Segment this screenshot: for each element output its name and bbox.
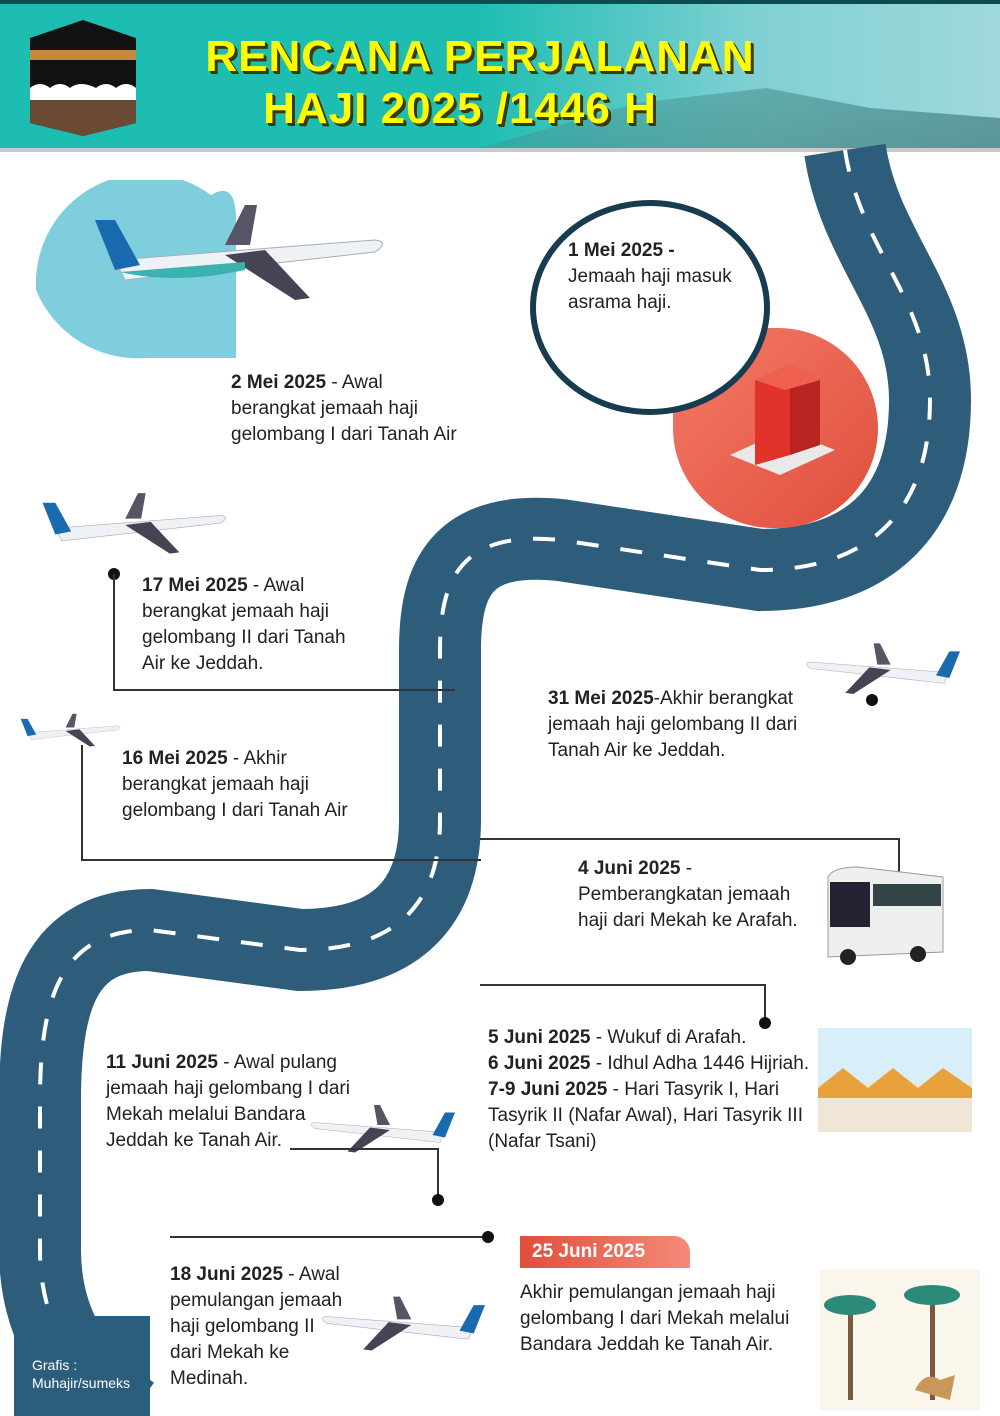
palm-trees-image [820,1270,980,1410]
title-line1: RENCANA PERJALANAN [205,32,755,81]
header-banner: RENCANA PERJALANAN HAJI 2025 /1446 H [0,0,1000,152]
connector-line [81,745,83,860]
event-25juni: Akhir pemulangan jemaah haji gelombang I… [520,1282,790,1355]
connector-line [764,984,766,1020]
event-1mei: 1 Mei 2025 -Jemaah haji masuk asrama haj… [568,240,732,313]
event-16mei: 16 Mei 2025 - Akhir berangkat jemaah haj… [122,748,348,821]
airplane-image [95,205,383,300]
connector-line [898,838,900,878]
event-5-9juni: 5 Juni 2025 - Wukuf di Arafah. 6 Juni 20… [488,1027,810,1152]
event-circle [530,200,770,415]
airplane-image [42,493,226,554]
connector-line [480,838,900,840]
connector-line [290,1148,438,1150]
kaaba-icon [30,20,136,136]
airplane-image [806,643,960,694]
building-image [730,365,835,475]
title-line2: HAJI 2025 /1446 H [263,84,657,133]
connector-line [170,1236,488,1238]
connector-line [81,859,481,861]
event-2mei: 2 Mei 2025 - Awal berangkat jemaah haji … [231,372,457,445]
credit-author: Muhajir/sumeks [32,1375,131,1391]
airplane-image [20,713,121,747]
credit-label: Grafis : [32,1357,78,1373]
event-17mei: 17 Mei 2025 - Awal berangkat jemaah haji… [142,575,346,674]
credit-box: Grafis : Muhajir/sumeks [14,1316,150,1416]
event-4juni: 4 Juni 2025 - Pemberangkatan jemaah haji… [578,858,798,931]
bus-image [827,866,944,965]
event-18juni: 18 Juni 2025 - Awal pemulangan jemaah ha… [170,1264,343,1389]
airplane-image [321,1296,485,1351]
arafah-tents-image [818,1028,972,1132]
event-31mei: 31 Mei 2025-Akhir berangkat jemaah haji … [548,688,798,761]
date-badge-25juni: 25 Juni 2025 [520,1236,690,1268]
airplane-image [311,1105,455,1153]
timeline-dot [866,694,878,706]
connector-line [437,1148,439,1198]
connector-line [113,689,455,691]
timeline-dot [432,1194,444,1206]
timeline-dot [482,1231,494,1243]
timeline-dot [759,1017,771,1029]
connector-line [480,984,766,986]
event-11juni: 11 Juni 2025 - Awal pulang jemaah haji g… [106,1052,350,1151]
connector-line [113,574,115,690]
